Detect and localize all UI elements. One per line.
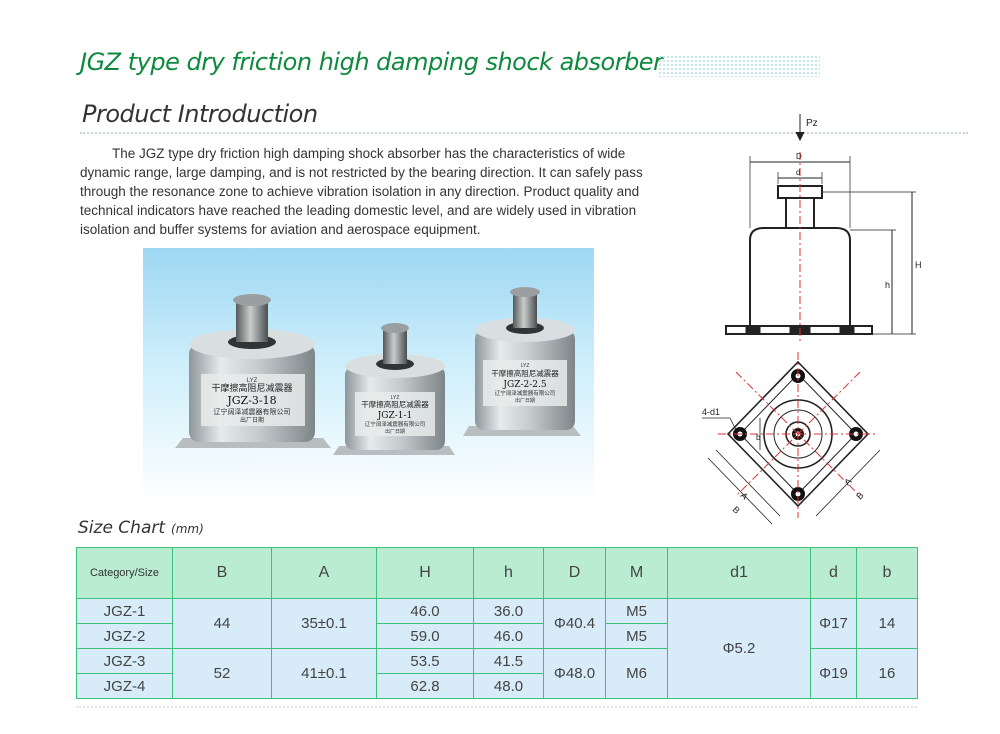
cell-B: 52 [172, 648, 272, 699]
absorber-2-date: 出厂日期 [385, 428, 405, 435]
cell-H: 62.8 [376, 673, 474, 699]
header-A: A [271, 547, 377, 599]
cell-model: JGZ-4 [76, 673, 173, 699]
bottom-divider [76, 706, 917, 708]
size-chart-label: Size Chart [78, 518, 166, 538]
cell-M: M5 [605, 623, 668, 649]
absorber-3-name: 干摩擦高阻尼减震器 [491, 368, 559, 378]
header-d: d [810, 547, 857, 599]
cell-H: 53.5 [376, 648, 474, 674]
section-title: Product Introduction [82, 100, 318, 128]
header-D: D [543, 547, 606, 599]
absorber-1-model: JGZ-3-18 [226, 394, 276, 407]
cell-M: M5 [605, 598, 668, 624]
absorber-3-model: JGZ-2-2.5 [502, 380, 546, 390]
absorber-2-model: JGZ-1-1 [377, 411, 413, 421]
cell-A: 35±0.1 [271, 598, 377, 649]
dim-h: h [885, 280, 890, 290]
dim-B-left: B [731, 504, 742, 515]
intro-paragraph: The JGZ type dry friction high damping s… [80, 146, 643, 237]
absorber-2-brand: LYZ [391, 395, 400, 401]
absorber-3-date: 出厂日期 [515, 397, 535, 404]
header-category: Category/Size [76, 547, 173, 599]
header-b: b [856, 547, 918, 599]
table-row: JGZ-4 62.8 48.0 [76, 673, 918, 699]
section-divider [80, 132, 968, 134]
size-chart-table: Category/Size B A H h D M d1 d b JGZ-1 4… [76, 547, 918, 699]
size-chart-unit: (mm) [171, 522, 204, 536]
cell-h: 46.0 [473, 623, 544, 649]
cell-model: JGZ-1 [76, 598, 173, 624]
top-view-svg: 4-d1 b A B A B [702, 352, 881, 525]
title-dot-pattern [658, 55, 820, 77]
page-title: JGZ type dry friction high damping shock… [80, 48, 663, 76]
header-H: H [376, 547, 474, 599]
header-B: B [172, 547, 272, 599]
dim-B-right: B [854, 490, 865, 501]
cell-B: 44 [172, 598, 272, 649]
header-d1: d1 [667, 547, 811, 599]
cell-d1: Φ5.2 [667, 598, 811, 699]
cell-h: 36.0 [473, 598, 544, 624]
cell-D: Φ40.4 [543, 598, 606, 649]
cell-h: 48.0 [473, 673, 544, 699]
absorber-2-maker: 辽宁阔泽减震器有限公司 [365, 420, 426, 428]
dim-b: b [756, 433, 761, 442]
header-M: M [605, 547, 668, 599]
absorber-1-date: 出厂日期 [240, 416, 264, 424]
absorber-jgz-3-18: LYZ 干摩擦高阻尼减震器 JGZ-3-18 辽宁阔泽减震器有限公司 出厂日期 [175, 294, 331, 448]
dim-A-left: A [739, 490, 750, 501]
cell-d: Φ17 [810, 598, 857, 649]
dim-H: H [915, 260, 922, 270]
side-view-drawing: Pz D d H h [716, 112, 938, 344]
table-row: JGZ-3 52 41±0.1 53.5 41.5 Φ48.0 M6 Φ19 1… [76, 648, 918, 699]
cell-A: 41±0.1 [271, 648, 377, 699]
absorber-jgz-2-2-5: LYZ 干摩擦高阻尼减震器 JGZ-2-2.5 辽宁阔泽减震器有限公司 出厂日期 [463, 287, 581, 436]
table-header-row: Category/Size B A H h D M d1 d b [76, 547, 918, 599]
product-photo: LYZ 干摩擦高阻尼减震器 JGZ-3-18 辽宁阔泽减震器有限公司 出厂日期 … [143, 248, 594, 502]
table-row: JGZ-1 44 35±0.1 46.0 36.0 Φ40.4 M5 Φ5.2 … [76, 598, 918, 699]
dim-holes: 4-d1 [702, 407, 720, 417]
absorber-1-brand: LYZ [247, 378, 258, 384]
cell-model: JGZ-3 [76, 648, 173, 674]
cell-d: Φ19 [810, 648, 857, 699]
cell-model: JGZ-2 [76, 623, 173, 649]
product-photo-illustration: LYZ 干摩擦高阻尼减震器 JGZ-3-18 辽宁阔泽减震器有限公司 出厂日期 … [175, 287, 581, 455]
absorber-jgz-1-1: LYZ 干摩擦高阻尼减震器 JGZ-1-1 辽宁阔泽减震器有限公司 出厂日期 [333, 323, 455, 455]
cell-h: 41.5 [473, 648, 544, 674]
side-view-svg: Pz D d H h [725, 114, 922, 344]
absorber-2-name: 干摩擦高阻尼减震器 [361, 399, 429, 409]
cell-b: 14 [856, 598, 918, 649]
absorber-3-maker: 辽宁阔泽减震器有限公司 [495, 389, 556, 397]
table-row: JGZ-2 59.0 46.0 M5 [76, 623, 918, 649]
dim-A-right: A [842, 476, 853, 487]
dim-D: D [796, 152, 802, 161]
absorber-1-name: 干摩擦高阻尼减震器 [211, 382, 292, 393]
dim-d: d [796, 168, 800, 177]
dim-pz: Pz [806, 118, 818, 129]
cell-H: 59.0 [376, 623, 474, 649]
absorber-1-maker: 辽宁阔泽减震器有限公司 [214, 407, 291, 416]
cell-b: 16 [856, 648, 918, 699]
cell-H: 46.0 [376, 598, 474, 624]
cell-D: Φ48.0 [543, 648, 606, 699]
size-chart-title: Size Chart (mm) [78, 518, 204, 538]
header-h: h [473, 547, 544, 599]
cell-M: M6 [605, 648, 668, 699]
absorber-3-brand: LYZ [521, 363, 530, 369]
top-view-drawing: 4-d1 b A B A B [696, 352, 926, 530]
